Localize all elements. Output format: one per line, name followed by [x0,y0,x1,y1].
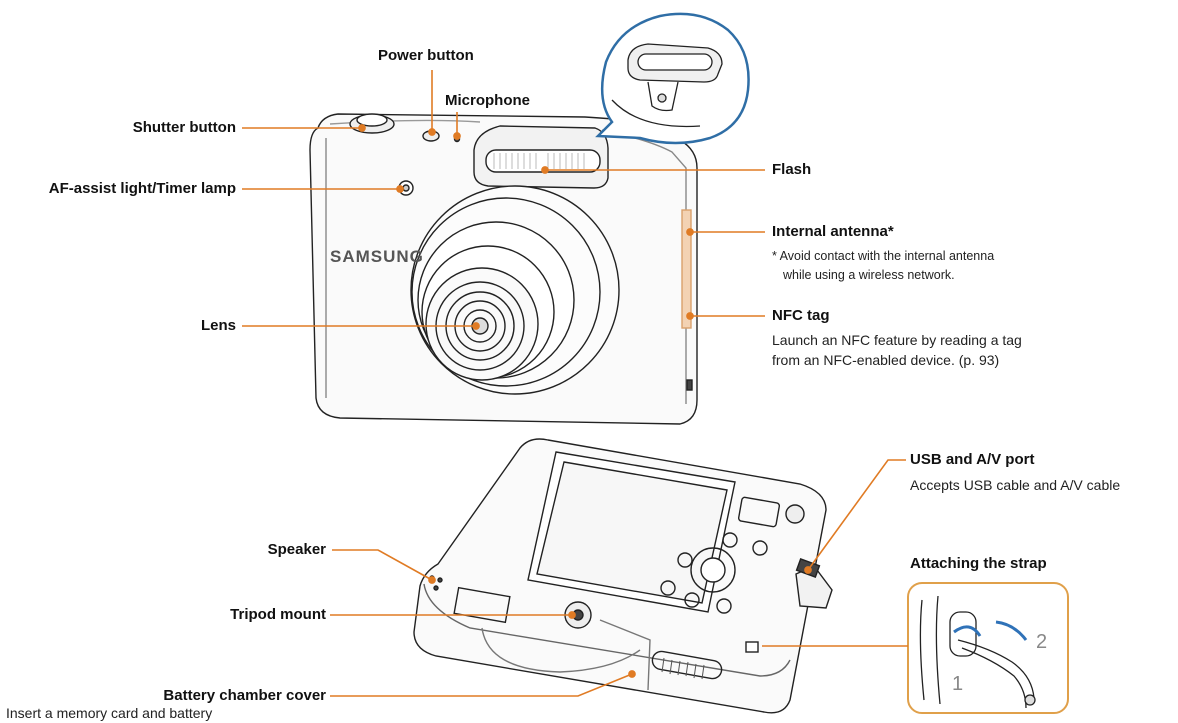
label-af-assist: AF-assist light/Timer lamp [48,180,236,197]
label-lens: Lens [200,317,236,334]
nfc-desc-line1: Launch an NFC feature by reading a tag [772,332,1022,348]
nfc-desc-line2: from an NFC-enabled device. (p. 93) [772,352,1000,368]
flash-inset-bubble [595,12,750,145]
brand-logo: SAMSUNG [330,247,424,266]
label-internal-antenna: Internal antenna* [772,223,894,240]
label-strap-title: Attaching the strap [910,555,1047,572]
antenna-note-line1: * Avoid contact with the internal antenn… [772,249,995,263]
strap-step-1: 1 [952,673,963,695]
leader-lines [242,70,908,697]
leader-speaker [332,549,436,584]
strap-step-2: 2 [1036,631,1047,653]
strap-arrow-2 [995,620,1028,641]
camera-bottom-illustration [413,438,833,714]
usb-desc: Accepts USB cable and A/V cable [910,477,1121,493]
strap-arrow-1 [953,625,982,637]
label-flash: Flash [772,161,812,178]
label-battery-cover: Battery chamber cover [163,687,326,704]
strap-inset [907,582,1069,714]
label-shutter-button: Shutter button [132,119,236,136]
leader-battery-cover [330,670,636,697]
label-nfc-tag: NFC tag [772,307,830,324]
battery-desc: Insert a memory card and battery [6,705,213,721]
label-usb-port: USB and A/V port [910,451,1035,468]
label-power-button: Power button [378,47,474,64]
label-microphone: Microphone [445,92,530,109]
antenna-note-line2: while using a wireless network. [783,268,955,282]
camera-front-illustration [309,113,698,425]
label-speaker: Speaker [267,541,326,558]
label-tripod-mount: Tripod mount [230,606,326,623]
leader-usb-port [804,459,906,574]
